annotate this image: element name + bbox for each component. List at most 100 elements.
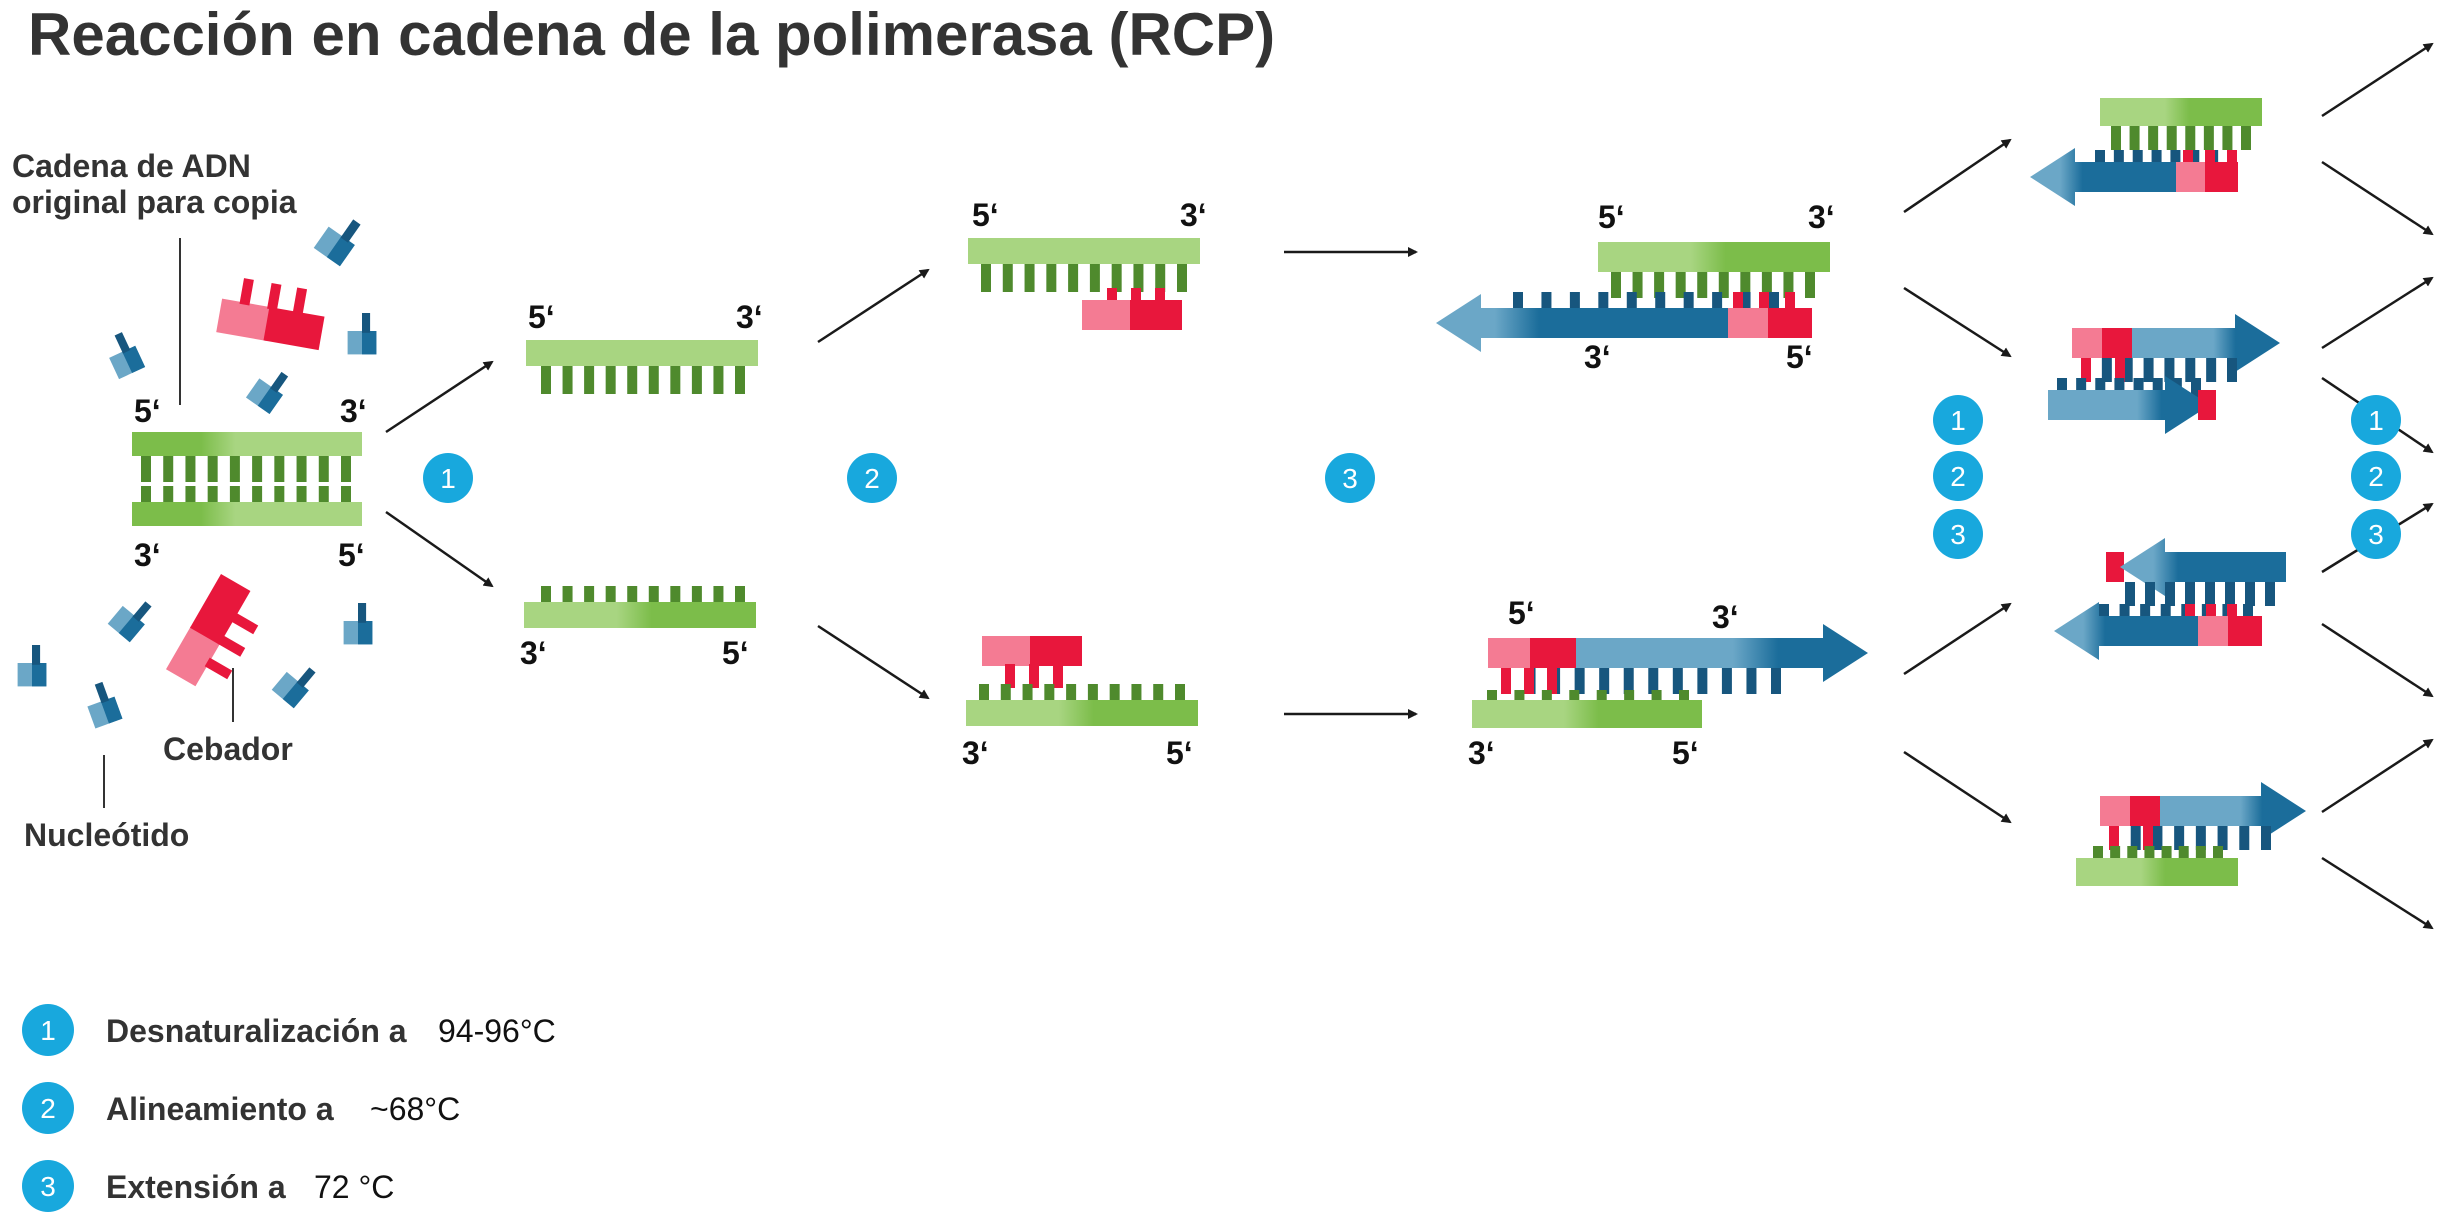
dna-tooth — [1024, 264, 1035, 292]
nucleotide-base — [358, 621, 373, 645]
new-strand-tooth — [2227, 358, 2237, 382]
step-badge: 3 — [22, 1160, 74, 1212]
new-strand-tooth — [1746, 668, 1757, 694]
new-strand-arrow — [2048, 376, 2210, 434]
legend-label: Alineamiento a — [106, 1091, 334, 1127]
label-primer: Cebador — [163, 731, 293, 767]
dna-tooth — [2148, 126, 2159, 150]
dna-tooth — [1068, 264, 1079, 292]
end-label-5: 5‘ — [134, 393, 161, 429]
new-strand-arrow — [2132, 314, 2280, 372]
primer-tooth — [204, 657, 233, 680]
new-strand-tooth — [2205, 582, 2215, 606]
dna-tooth — [185, 486, 196, 512]
process-arrow — [385, 510, 494, 588]
dna-tooth — [318, 486, 329, 512]
label-dna-original: original para copia — [12, 184, 297, 220]
end-label-5: 5‘ — [1598, 199, 1625, 235]
primer-tooth — [292, 287, 308, 315]
primer-segment — [2205, 162, 2238, 192]
new-strand-arrow — [2120, 538, 2286, 596]
primer-segment — [166, 625, 221, 687]
primer-tooth — [1785, 292, 1795, 320]
dna-tooth — [252, 456, 263, 482]
step-badge: 2 — [2351, 451, 2401, 501]
step-badge: 1 — [2351, 395, 2401, 445]
dna-tooth — [185, 456, 196, 482]
step-circle — [22, 1082, 74, 1134]
primer-segment — [1488, 638, 1532, 668]
primer-tooth — [217, 635, 246, 657]
new-strand-tooth — [1598, 292, 1609, 320]
dna-tooth — [2222, 126, 2233, 150]
primer-tooth — [1524, 668, 1534, 694]
process-arrow — [2321, 856, 2434, 930]
dna-tooth — [2185, 126, 2196, 150]
step-number: 2 — [40, 1093, 56, 1124]
legend-item: Desnaturalización a 94-96°C — [106, 1013, 556, 1049]
dna-tooth — [541, 586, 551, 614]
new-strand-tooth — [1623, 668, 1634, 694]
primer-segment — [216, 298, 274, 342]
new-strand-tooth — [2185, 582, 2195, 606]
dna-tooth — [2129, 126, 2140, 150]
label-nucleotide: Nucleótido — [24, 817, 189, 853]
step-number: 1 — [1950, 405, 1966, 436]
legend-value: 72 °C — [314, 1169, 394, 1205]
primer — [982, 636, 1082, 666]
dna-strand — [968, 238, 1200, 264]
legend-item: Alineamiento a~68°C — [106, 1091, 460, 1127]
dna-tooth — [1133, 264, 1144, 292]
primer-segment — [2198, 616, 2230, 646]
new-strand-tooth — [2143, 358, 2154, 382]
nucleotide-base — [118, 615, 145, 643]
step-circle — [1933, 451, 1983, 501]
primer-tooth — [1053, 664, 1063, 688]
end-label-3: 3‘ — [520, 635, 547, 671]
dna-tooth — [735, 586, 745, 614]
end-label-5: 5‘ — [1508, 595, 1535, 631]
dna-tooth — [1046, 264, 1057, 292]
dna-tooth — [274, 456, 285, 482]
dna-tooth — [1002, 264, 1013, 292]
step-number: 1 — [40, 1015, 56, 1046]
process-arrow — [2321, 160, 2434, 236]
new-strand-arrow — [2160, 782, 2306, 840]
step-circle — [2351, 451, 2401, 501]
primer — [2072, 328, 2136, 358]
dna-tooth — [713, 586, 724, 614]
dna-tooth — [163, 486, 174, 512]
new-strand-tooth — [1541, 292, 1552, 320]
new-strand-tooth — [2164, 358, 2175, 382]
step-badge: 2 — [847, 453, 897, 503]
legend-label: Desnaturalización a — [106, 1013, 407, 1049]
dna-tooth — [1066, 684, 1077, 710]
step-badge: 3 — [1325, 453, 1375, 503]
new-strand-tooth — [2195, 826, 2206, 850]
end-label-3: 3‘ — [1808, 199, 1835, 235]
new-strand-tooth — [2152, 826, 2163, 850]
nucleotide-base — [282, 681, 309, 709]
nucleotide-icon — [271, 667, 316, 709]
dna-tooth — [605, 366, 616, 394]
primer-segment — [2228, 616, 2262, 646]
new-strand-arrow — [1436, 294, 1730, 352]
nucleotide-icon — [343, 603, 373, 645]
new-strand-tooth — [2145, 582, 2155, 606]
new-strand-arrow — [1568, 624, 1868, 682]
dna-tooth — [1740, 272, 1751, 298]
primer-tooth — [1501, 668, 1511, 694]
primer-tooth — [230, 612, 259, 635]
legend-value: 94-96°C — [438, 1013, 556, 1049]
dna-tooth — [605, 586, 616, 614]
nucleotide-icon — [109, 332, 146, 380]
nucleotide-tooth — [132, 601, 152, 622]
new-strand-tooth — [2239, 826, 2250, 850]
primer-tooth — [239, 278, 254, 306]
nucleotide-base — [362, 331, 377, 355]
new-strand-tooth — [2185, 358, 2196, 382]
new-strand-tooth — [1712, 292, 1723, 320]
step-number: 3 — [40, 1171, 56, 1202]
step-number: 3 — [2368, 519, 2384, 550]
